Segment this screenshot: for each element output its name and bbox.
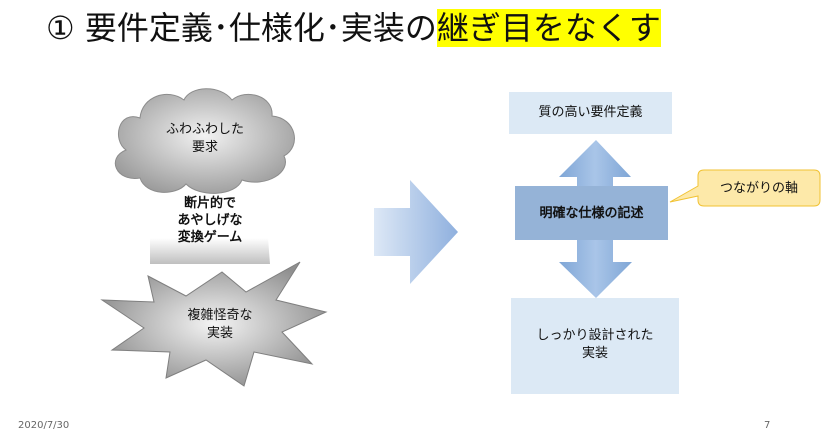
top-box-label: 質の高い要件定義 <box>538 105 643 120</box>
cloud-shape <box>114 88 295 194</box>
center-box <box>515 186 668 240</box>
cloud-line-2: 要求 <box>191 139 218 155</box>
footer-date: 2020/7/30 <box>18 420 70 431</box>
gray-ramp <box>150 238 270 264</box>
center-box-label: 明確な仕様の記述 <box>539 206 644 221</box>
middle-label: 断片的で あやしげな 変換ゲーム <box>150 196 270 247</box>
callout-shape <box>669 169 821 207</box>
cloud-line-1: ふわふわした <box>165 122 244 137</box>
bottom-box <box>511 298 679 394</box>
bottom-line-2: 実装 <box>581 345 608 361</box>
middle-line-1: 断片的で <box>183 196 236 211</box>
down-arrow <box>559 240 632 298</box>
big-right-arrow <box>374 180 458 284</box>
slide-title: ① 要件定義･仕様化･実装の継ぎ目をなくす <box>46 6 661 50</box>
title-highlight: 継ぎ目をなくす <box>436 9 661 47</box>
middle-line-2: あやしげな <box>177 212 243 228</box>
bottom-line-1: しっかり設計された <box>536 328 654 343</box>
title-prefix: ① 要件定義･仕様化･実装の <box>46 9 437 47</box>
cloud-label: ふわふわした 要求 <box>150 121 260 156</box>
footer-page-number: 7 <box>764 420 771 431</box>
burst-line-2: 実装 <box>206 325 233 341</box>
top-box <box>509 92 672 134</box>
burst-shape <box>100 261 328 387</box>
callout-label: つながりの軸 <box>719 181 798 196</box>
burst-line-1: 複雑怪奇な <box>187 308 253 323</box>
burst-label: 複雑怪奇な 実装 <box>160 307 280 342</box>
up-arrow <box>559 140 631 187</box>
middle-line-3: 変換ゲーム <box>177 229 243 245</box>
bottom-box-label: しっかり設計された 実装 <box>511 327 679 362</box>
